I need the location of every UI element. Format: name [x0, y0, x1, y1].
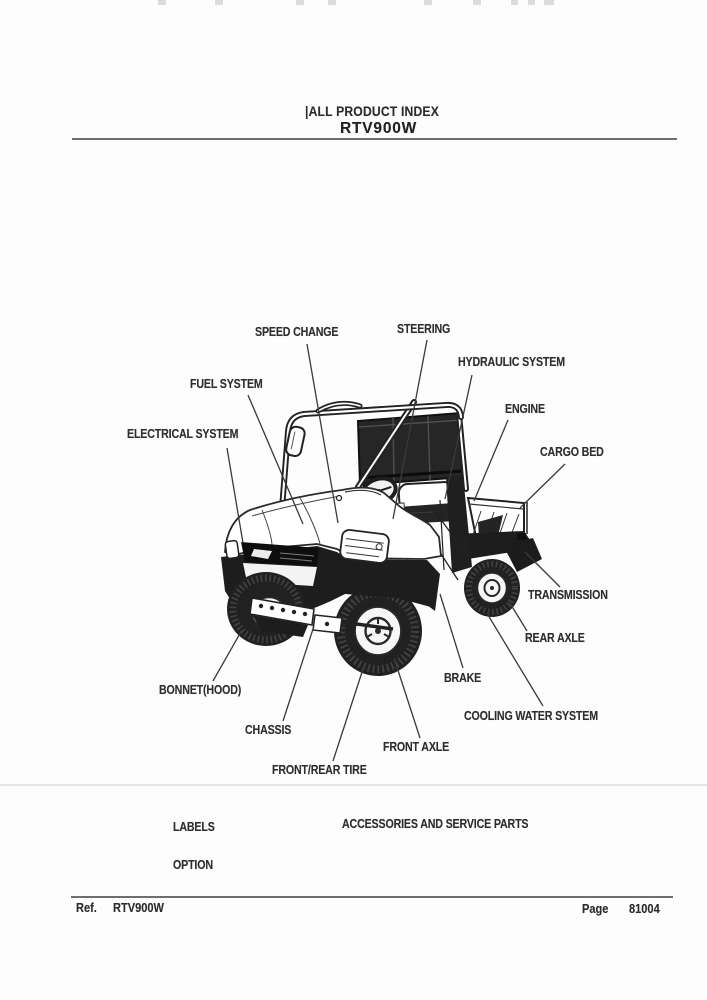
diagram-label-brake[interactable]: BRAKE [444, 670, 482, 685]
left-headlight [224, 539, 240, 560]
cargo-bed-shape [466, 496, 528, 539]
section-labels[interactable]: LABELS [173, 819, 215, 834]
leader-hydraulic-system [444, 374, 473, 500]
footer-page-label: Page [582, 901, 609, 916]
scan-artifact [328, 0, 336, 5]
leader-front-axle [393, 657, 421, 739]
tow-hitch [312, 614, 394, 634]
footer-page-value: 81004 [629, 901, 660, 916]
diagram-label-transmission[interactable]: TRANSMISSION [528, 587, 608, 602]
footer-rule [71, 896, 673, 898]
scan-artifact [158, 0, 166, 5]
scan-artifact [424, 0, 432, 5]
diagram-label-fuel-system[interactable]: FUEL SYSTEM [190, 376, 263, 391]
scan-artifact [473, 0, 481, 5]
diagram-label-speed-change[interactable]: SPEED CHANGE [255, 324, 339, 339]
leader-bonnet-hood [212, 629, 243, 682]
diagram-label-cargo-bed[interactable]: CARGO BED [540, 444, 604, 459]
scan-artifact [544, 0, 554, 5]
leader-rear-axle [507, 599, 528, 632]
diagram-label-electrical-system[interactable]: ELECTRICAL SYSTEM [127, 426, 239, 441]
section-accessories[interactable]: ACCESSORIES AND SERVICE PARTS [342, 816, 529, 831]
scan-artifact [528, 0, 535, 5]
rear-mesh-panel [356, 411, 466, 487]
leader-chassis [282, 625, 315, 722]
leader-engine [473, 419, 509, 502]
front-right-wheel [334, 586, 422, 676]
page-title: |ALL PRODUCT INDEX [305, 104, 440, 119]
scan-artifact [511, 0, 518, 5]
leader-lines [212, 339, 566, 762]
scan-artifact [296, 0, 304, 5]
leader-front-rear-tire [332, 665, 365, 762]
diagram-label-front-rear-tire[interactable]: FRONT/REAR TIRE [272, 762, 367, 777]
front-bumper-bar [249, 597, 315, 637]
rear-fender [454, 531, 542, 572]
diagram-label-engine[interactable]: ENGINE [505, 401, 545, 416]
model-number: RTV900W [340, 120, 418, 137]
header-rule [72, 138, 677, 140]
leader-cargo-bed [519, 463, 566, 509]
footer-ref-value: RTV900W [113, 900, 164, 915]
leader-steering [392, 339, 428, 520]
right-headlight [339, 529, 390, 564]
diagram-label-rear-axle[interactable]: REAR AXLE [525, 630, 585, 645]
leader-cooling-water-system [487, 614, 544, 707]
footer-ref-label: Ref. [76, 900, 97, 915]
diagram-label-steering[interactable]: STEERING [397, 321, 451, 336]
leader-speed-change [306, 343, 339, 524]
diagram-label-hydraulic-system[interactable]: HYDRAULIC SYSTEM [458, 354, 565, 369]
diagram-label-chassis[interactable]: CHASSIS [245, 722, 292, 737]
diagram-label-front-axle[interactable]: FRONT AXLE [383, 739, 450, 754]
diagram-label-bonnet-hood[interactable]: BONNET(HOOD) [159, 682, 242, 697]
section-option[interactable]: OPTION [173, 857, 213, 872]
leader-brake [439, 593, 464, 669]
leader-electrical-system [226, 447, 244, 544]
separator-faint [0, 784, 707, 786]
rear-wheel [464, 559, 520, 617]
leader-fuel-system [247, 394, 304, 525]
side-mirror [285, 425, 306, 458]
scan-artifact [215, 0, 223, 5]
diagram-label-cooling-water-system[interactable]: COOLING WATER SYSTEM [464, 708, 598, 723]
leader-transmission [524, 551, 561, 588]
